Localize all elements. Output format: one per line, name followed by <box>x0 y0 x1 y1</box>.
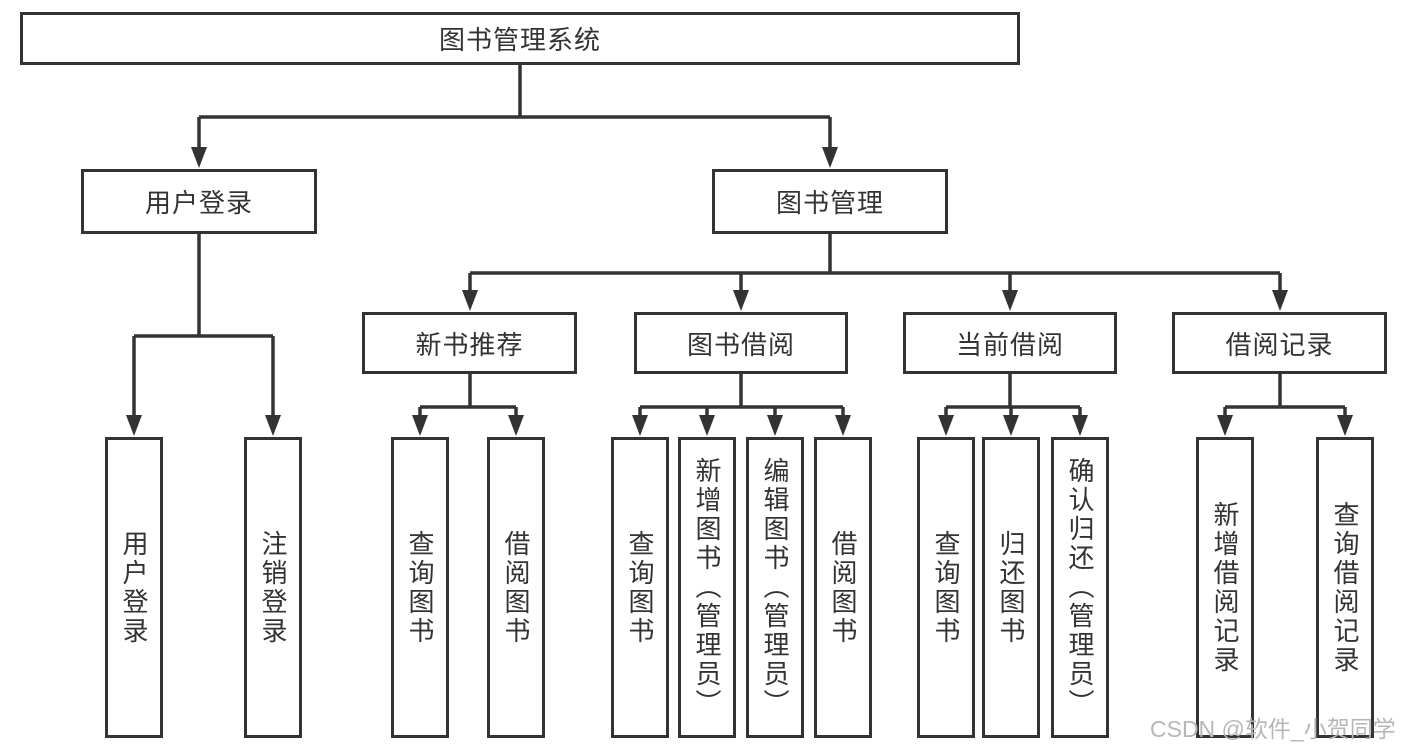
leaf-label: 注销登录 <box>258 529 288 646</box>
arrowhead-down <box>265 415 281 436</box>
arrowhead-down <box>733 290 749 311</box>
leaf-label: 用户登录 <box>119 529 149 646</box>
node-book-borrow: 图书借阅 <box>634 312 848 374</box>
node-borrow-records: 借阅记录 <box>1172 312 1387 374</box>
arrowhead-down <box>412 415 428 436</box>
leaf-add-book-admin: 新增图书（管理员） <box>678 437 736 738</box>
leaf-label: 借阅图书 <box>501 529 531 646</box>
arrowhead-down <box>835 415 851 436</box>
node-current-borrow: 当前借阅 <box>903 312 1117 374</box>
leaf-label: 查询图书 <box>405 529 435 646</box>
leaf-label: 借阅图书 <box>828 529 858 646</box>
arrowhead-down <box>1272 290 1288 311</box>
arrowhead-down <box>822 147 838 168</box>
connector-newbook-branch <box>418 374 518 416</box>
leaf-borrow-books: 借阅图书 <box>814 437 872 738</box>
leaf-query-books-borrow: 查询图书 <box>611 437 669 738</box>
arrowhead-down <box>1003 415 1019 436</box>
leaf-query-books-recommend: 查询图书 <box>391 437 449 738</box>
leaf-label: 查询借阅记录 <box>1330 500 1360 675</box>
arrowhead-down <box>126 415 142 436</box>
arrowhead-down <box>1002 290 1018 311</box>
connector-borrowrecords-branch <box>1223 374 1347 416</box>
arrowhead-down <box>1217 415 1233 436</box>
leaf-label: 编辑图书（管理员） <box>760 457 790 718</box>
leaf-edit-book-admin: 编辑图书（管理员） <box>746 437 804 738</box>
node-new-book-recommend: 新书推荐 <box>362 312 577 374</box>
arrowhead-down <box>1072 415 1088 436</box>
arrowhead-down <box>699 415 715 436</box>
connector-bookborrow-branch <box>638 374 845 416</box>
leaf-add-borrow-record: 新增借阅记录 <box>1196 437 1254 738</box>
connector-currentborrow-branch <box>944 374 1082 416</box>
arrowhead-down <box>632 415 648 436</box>
leaf-borrow-books-recommend: 借阅图书 <box>487 437 545 738</box>
leaf-query-books-current: 查询图书 <box>917 437 975 738</box>
arrowhead-down <box>508 415 524 436</box>
connector-userlogin-branch <box>132 234 275 416</box>
arrowhead-down <box>767 415 783 436</box>
leaf-confirm-return-admin: 确认归还（管理员） <box>1051 437 1109 738</box>
node-user-login: 用户登录 <box>81 169 317 234</box>
leaf-label: 新增图书（管理员） <box>692 457 722 718</box>
leaf-label: 确认归还（管理员） <box>1065 457 1095 718</box>
arrowhead-down <box>938 415 954 436</box>
node-root-system: 图书管理系统 <box>20 12 1020 65</box>
leaf-query-borrow-record: 查询借阅记录 <box>1316 437 1374 738</box>
node-book-management: 图书管理 <box>712 169 948 234</box>
connector-bookmgmt-branch <box>468 234 1282 291</box>
csdn-watermark: CSDN @软件_小贺同学 <box>1150 716 1396 742</box>
arrowhead-down <box>191 147 207 168</box>
leaf-logout: 注销登录 <box>244 437 302 738</box>
arrowhead-down <box>1337 415 1353 436</box>
leaf-label: 新增借阅记录 <box>1210 500 1240 675</box>
leaf-return-book: 归还图书 <box>982 437 1040 738</box>
leaf-label: 查询图书 <box>931 529 961 646</box>
leaf-user-login: 用户登录 <box>105 437 163 738</box>
leaf-label: 归还图书 <box>996 529 1026 646</box>
leaf-label: 查询图书 <box>625 529 655 646</box>
arrowhead-down <box>462 290 478 311</box>
connector-root-to-level2 <box>197 65 832 148</box>
